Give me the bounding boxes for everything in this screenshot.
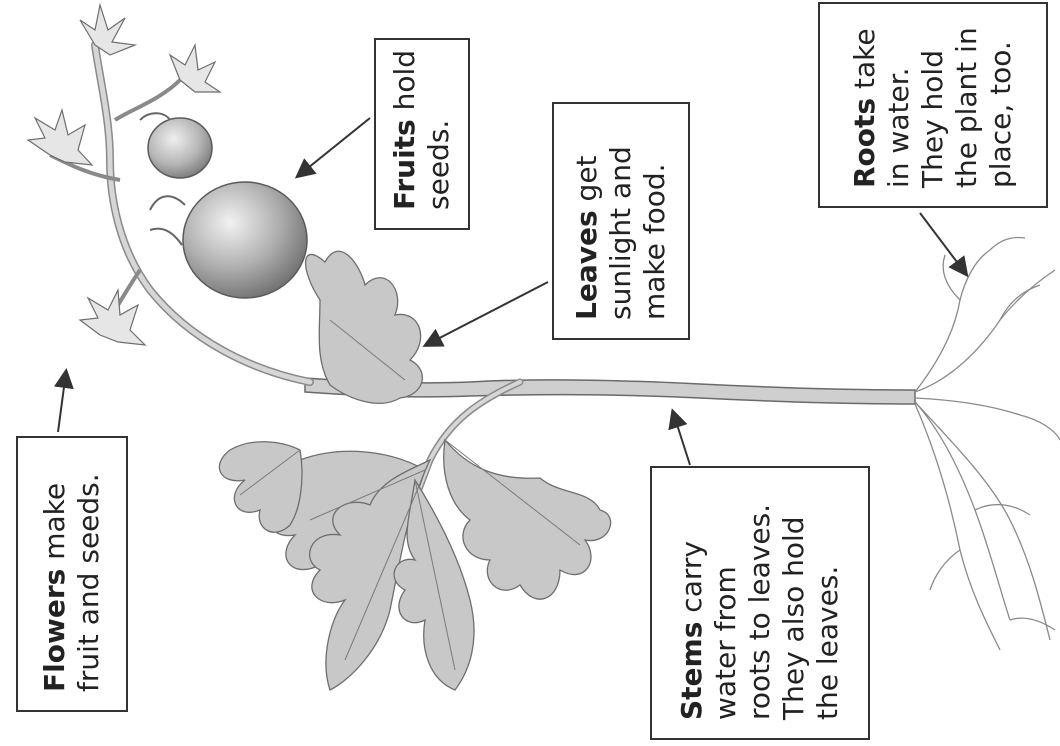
flowers-pointer [58,372,66,432]
fruits-term: Fruits [388,119,421,210]
flowers-text-2: fruit and seeds. [72,456,106,692]
roots-term: Roots [848,98,881,188]
flowers-term: Flowers [38,569,71,692]
stems-text-2: water from [709,486,743,720]
roots-text-2: in water. [882,22,916,188]
leaves-text-3: make food. [638,122,672,320]
stems-text-4: They also hold [777,486,811,720]
stems-label: Stems carry water from roots to leaves. … [650,466,870,740]
roots-label-line-1: Roots take [848,22,882,188]
leaves-text-1: get [570,155,603,201]
roots [915,238,1060,651]
fruits-text-1: hold [388,50,421,110]
fruits-label-line-1: Fruits hold [388,58,422,210]
stems-text-5: the leaves. [811,486,845,720]
fruits-label: Fruits hold seeds. [374,38,470,230]
fruits-text-2: seeds. [422,58,456,210]
flowers-label: Flowers make fruit and seeds. [16,436,128,712]
flowers-label-line-1: Flowers make [38,456,72,692]
stems-text-3: roots to leaves. [743,486,777,720]
fruits [140,113,307,298]
roots-text-1: take [848,28,881,89]
leaves-label-line-1: Leaves get [570,122,604,320]
stems-label-line-1: Stems carry [675,486,709,720]
roots-text-4: the plant in [950,22,984,188]
leaves-term: Leaves [570,210,603,320]
leaves-text-2: sunlight and [604,122,638,320]
roots-text-5: place, too. [984,22,1018,188]
flowers-text-1: make [38,483,71,560]
stems-pointer [673,412,690,465]
stems-text-1: carry [675,541,708,613]
stems-term: Stems [675,622,708,720]
fruits-pointer [298,118,370,176]
roots-text-3: They hold [916,22,950,188]
roots-label: Roots take in water. They hold the plant… [818,2,1048,208]
leaves-label: Leaves get sunlight and make food. [552,102,690,340]
leaves-pointer [426,282,548,345]
